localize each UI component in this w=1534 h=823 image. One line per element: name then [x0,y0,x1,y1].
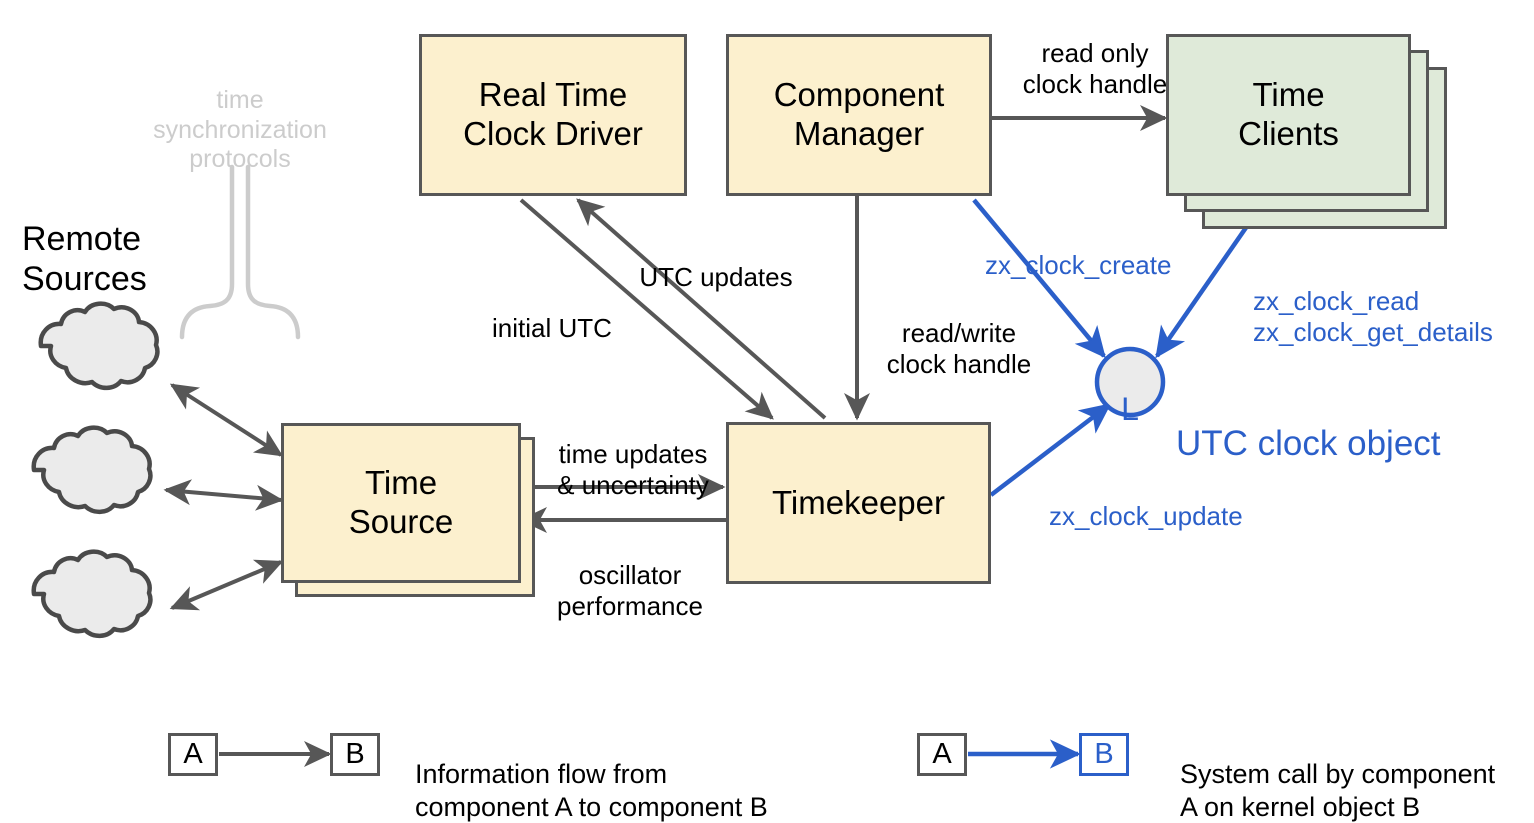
node-time-clients[interactable]: Time Clients [1166,34,1411,196]
node-component-manager[interactable]: Component Manager [726,34,992,196]
arrow-cloud1-timesource [169,383,284,457]
arrow-zx-clock-create [972,198,1106,359]
label-oscillator-performance: oscillator performance [557,560,703,621]
label-utc-updates: UTC updates [639,262,793,293]
label-zx-clock-read-get-details: zx_clock_read zx_clock_get_details [1253,286,1493,347]
node-real-time-clock-driver[interactable]: Real Time Clock Driver [419,34,687,196]
label-initial-utc: initial UTC [492,313,612,344]
arrow-cloud3-timesource [169,559,284,611]
remote-sources-heading: Remote Sources [22,219,147,298]
legend-syscall-description: System call by component A on kernel obj… [1180,759,1496,822]
arrow-cloud2-timesource [163,479,284,511]
arrow-rtc-initial-utc-to-timekeeper [519,198,774,420]
cloud-remote-source-2 [31,425,153,515]
sync-protocols-note: time synchronization protocols [153,86,327,173]
time-source-label: Time Source [348,464,454,540]
utc-clock-glyph: L [1121,391,1139,427]
time-clients-label: Time Clients [1238,76,1339,152]
real-time-clock-driver-label: Real Time Clock Driver [463,76,643,152]
cloud-remote-source-3 [31,549,153,639]
legend-info-flow-box-b: B [330,733,380,776]
sync-protocols-brace [179,164,301,340]
label-read-write-clock-handle: read/write clock handle [886,318,1032,379]
utc-clock-object-label: UTC clock object [1176,423,1441,463]
arrow-zx-clock-update [989,403,1112,497]
timekeeper-label: Timekeeper [771,483,945,521]
component-manager-label: Component Manager [773,76,945,152]
label-zx-clock-create: zx_clock_create [985,250,1172,281]
cloud-remote-source-1 [38,301,160,391]
legend-syscall-box-b: B [1079,733,1129,776]
legend-info-flow-description: Information flow from component A to com… [415,759,768,822]
arrow-timekeeper-utc-updates-to-rtc [576,198,827,420]
legend-syscall-box-a: A [917,733,967,776]
label-read-only-clock-handle: read only clock handle [1022,38,1168,99]
label-zx-clock-update: zx_clock_update [1049,501,1243,532]
legend-info-flow-box-a: A [168,733,218,776]
node-time-source[interactable]: Time Source [281,423,521,583]
utc-clock-object-circle [1094,346,1166,418]
label-time-updates-uncertainty: time updates & uncertainty [557,439,709,500]
node-timekeeper[interactable]: Timekeeper [726,422,991,584]
